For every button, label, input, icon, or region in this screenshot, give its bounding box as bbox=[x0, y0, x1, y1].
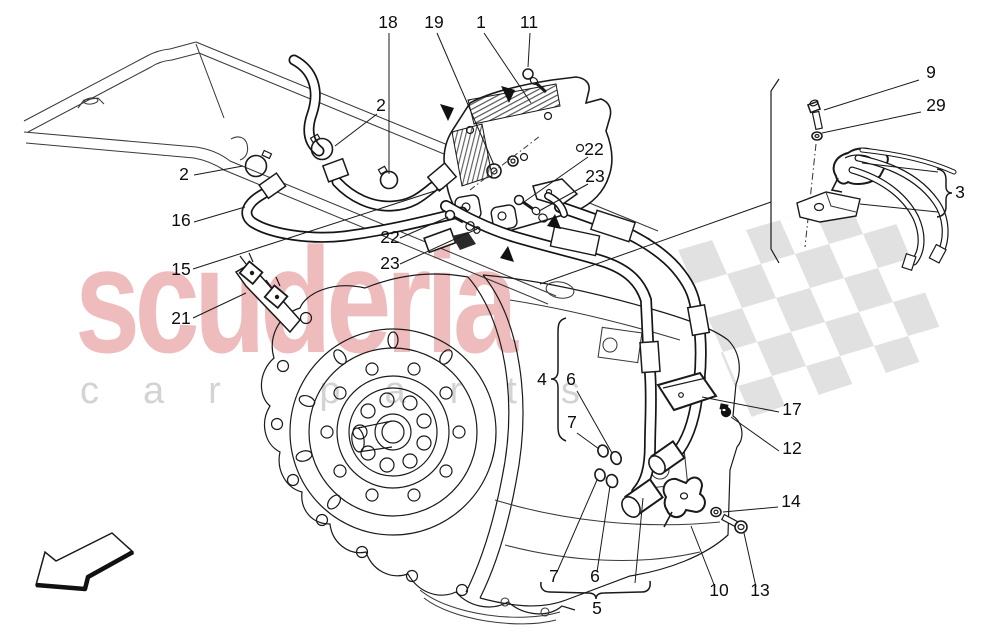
pipe-flange-plate bbox=[532, 178, 579, 207]
callout-10: 10 bbox=[709, 580, 729, 600]
hose-fitting-15 bbox=[321, 157, 350, 183]
pipe-coupling-left bbox=[639, 340, 661, 374]
callout-6-upper: 6 bbox=[566, 369, 576, 389]
leader-lines bbox=[192, 32, 953, 600]
detail-separator-line bbox=[770, 78, 780, 264]
callout-2-left: 2 bbox=[179, 164, 189, 184]
callout-14: 14 bbox=[781, 491, 801, 511]
brace-group-4 bbox=[550, 317, 567, 442]
callout-7-upper: 7 bbox=[567, 412, 577, 432]
brace-group-5 bbox=[540, 580, 651, 600]
callout-6-lower: 6 bbox=[590, 566, 600, 586]
hose-end-clamp bbox=[452, 232, 476, 250]
retaining-pin-12 bbox=[719, 403, 732, 418]
housing-slot-holes bbox=[295, 331, 453, 510]
arrow-down-right-1 bbox=[500, 246, 514, 262]
callout-7-lower: 7 bbox=[549, 566, 559, 586]
transmission-drawing bbox=[260, 273, 743, 625]
hose-clamp-18 bbox=[377, 165, 399, 190]
pipe-sleeve-right bbox=[590, 209, 636, 243]
callout-2-upper: 2 bbox=[376, 95, 386, 115]
cooler-fin-band bbox=[467, 83, 561, 125]
pipe-end-cylinder-upper bbox=[648, 439, 686, 475]
callout-4: 4 bbox=[537, 369, 547, 389]
pipe-sleeve-left bbox=[549, 225, 601, 257]
washer-14 bbox=[710, 506, 722, 518]
clamp-detail-view bbox=[539, 78, 957, 285]
callout-22-mid: 22 bbox=[380, 227, 399, 247]
callout-5: 5 bbox=[592, 598, 602, 618]
clamped-hoses bbox=[848, 147, 957, 271]
clamp-bracket-plate bbox=[796, 191, 861, 223]
arrow-down-right-2 bbox=[547, 214, 561, 229]
arrow-up-left-2 bbox=[501, 86, 515, 103]
callout-21: 21 bbox=[171, 308, 190, 328]
view-direction-arrow bbox=[35, 532, 135, 592]
cooler-mount-bolt-22-upper bbox=[513, 194, 548, 223]
direction-arrows bbox=[440, 86, 561, 262]
callout-23-upper: 23 bbox=[585, 166, 604, 186]
arrow-up-left-1 bbox=[440, 104, 454, 121]
pipe-coupling-right bbox=[686, 303, 711, 337]
callout-22-upper: 22 bbox=[584, 139, 603, 159]
frame-tubes bbox=[23, 41, 659, 305]
flywheel-bolt-holes bbox=[320, 362, 466, 502]
hose-clamp-2-upper bbox=[309, 133, 334, 161]
hose-clamp-2-left bbox=[244, 149, 273, 178]
brace-group-3 bbox=[936, 168, 953, 218]
o-ring-seals bbox=[594, 444, 622, 489]
hose-end-fitting-mid bbox=[423, 227, 457, 254]
callout-23-mid: 23 bbox=[380, 253, 399, 273]
callout-12: 12 bbox=[782, 438, 801, 458]
bolt-13 bbox=[720, 513, 748, 534]
callout-15: 15 bbox=[171, 259, 190, 279]
bolt-9 bbox=[806, 99, 824, 131]
callout-11: 11 bbox=[520, 12, 538, 32]
support-bracket-10 bbox=[662, 476, 706, 528]
callout-9: 9 bbox=[926, 62, 936, 82]
callout-17: 17 bbox=[782, 399, 801, 419]
hose-threaded-end-15 bbox=[426, 161, 458, 193]
callout-29: 29 bbox=[926, 95, 945, 115]
callout-18: 18 bbox=[378, 12, 397, 32]
callout-16: 16 bbox=[171, 210, 190, 230]
pipe-clamp-17 bbox=[656, 371, 718, 412]
callout-1: 1 bbox=[476, 12, 486, 32]
washer-29 bbox=[811, 131, 823, 141]
callout-3: 3 bbox=[955, 182, 965, 202]
callout-labels: 18 19 1 11 2 2 16 15 21 22 23 22 23 9 29… bbox=[171, 12, 965, 618]
callout-13: 13 bbox=[750, 580, 769, 600]
hose-fitting-16 bbox=[258, 172, 287, 200]
checkered-flag bbox=[678, 190, 950, 418]
pipe-end-cylinder-lower bbox=[621, 477, 664, 518]
bolt-11 bbox=[522, 68, 548, 94]
sensor-bracket-21 bbox=[234, 252, 301, 334]
callout-19: 19 bbox=[424, 12, 443, 32]
